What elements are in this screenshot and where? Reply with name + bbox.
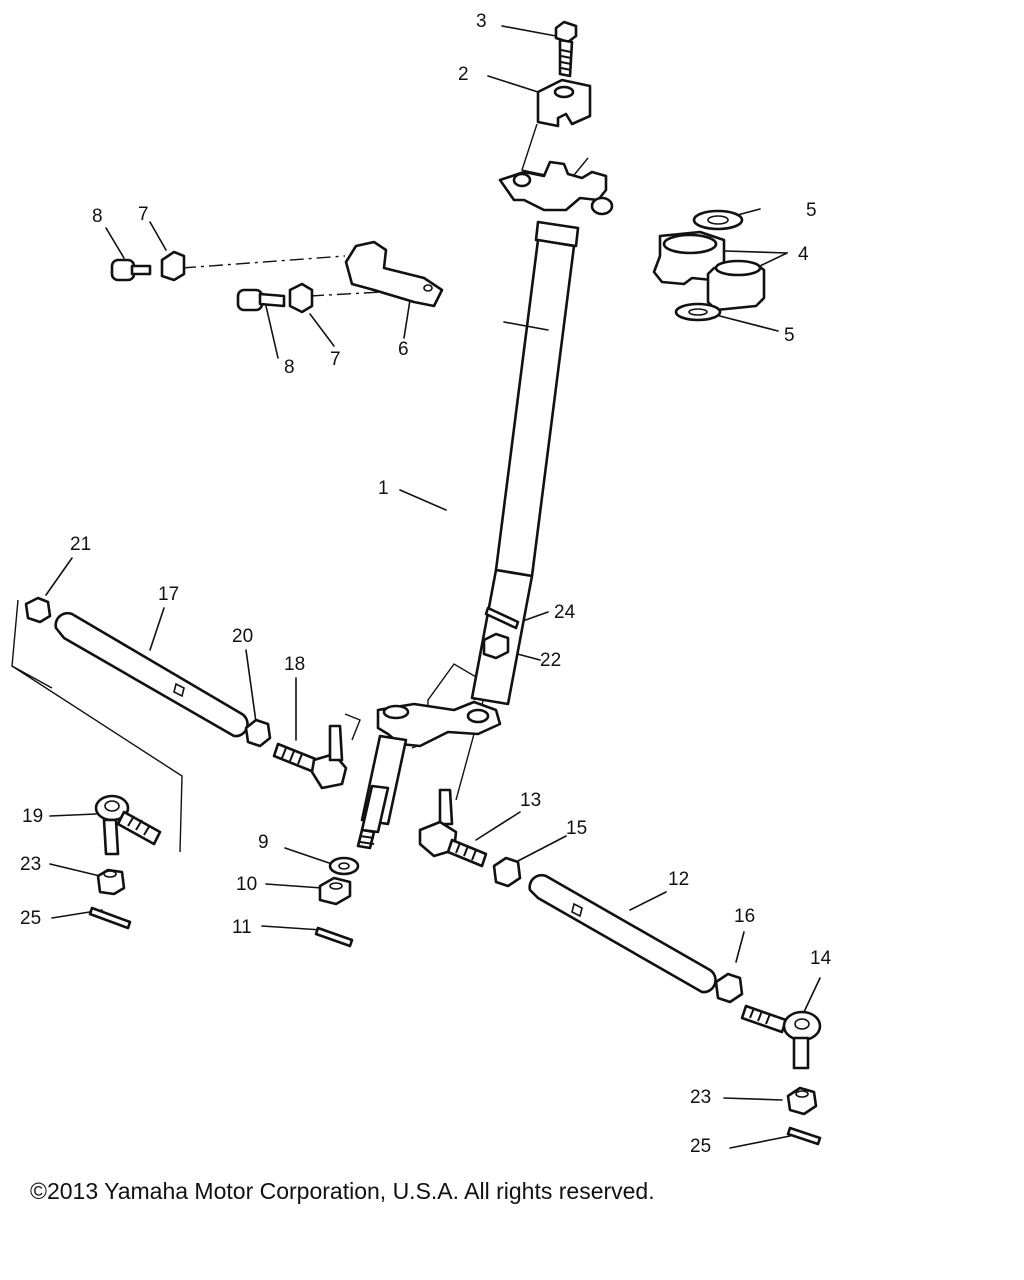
part-23-nut-left — [96, 868, 126, 896]
callout-8-lower: 8 — [284, 357, 295, 378]
callout-18: 18 — [284, 654, 305, 675]
part-20-nut — [244, 718, 272, 748]
part-18-tie-rod-end — [272, 724, 348, 790]
part-15-nut — [492, 856, 522, 888]
part-22-nut — [482, 632, 510, 660]
callout-7-lower: 7 — [330, 349, 341, 370]
callout-10: 10 — [236, 874, 257, 895]
part-10-nut — [318, 876, 352, 906]
part-8-bolt-lower — [236, 288, 286, 312]
callout-7-upper: 7 — [138, 204, 149, 225]
part-12-tie-rod — [528, 873, 717, 994]
part-1-steering-column — [356, 160, 614, 850]
callout-5-top: 5 — [806, 200, 817, 221]
callout-15: 15 — [566, 818, 587, 839]
part-21-nut — [24, 596, 52, 624]
part-7-clip-lower — [288, 282, 314, 314]
part-6-arm — [344, 240, 444, 308]
callout-19: 19 — [22, 806, 43, 827]
callout-11: 11 — [232, 917, 252, 938]
part-17-tie-rod — [54, 611, 249, 738]
callout-labels: 3 2 5 4 5 8 7 8 7 6 1 21 17 20 18 24 22 … — [20, 11, 832, 1157]
part-25-cotter-pin-right — [786, 1126, 822, 1146]
callout-2: 2 — [458, 64, 469, 85]
callout-6: 6 — [398, 339, 409, 360]
part-7-clip-upper — [160, 250, 186, 282]
callout-3: 3 — [476, 11, 487, 32]
callout-16: 16 — [734, 906, 755, 927]
part-24-cotter-pin — [484, 606, 520, 630]
part-25-cotter-pin-left — [88, 906, 132, 930]
callout-5-bottom: 5 — [784, 325, 795, 346]
callout-14: 14 — [810, 948, 832, 969]
part-4-bushings — [652, 230, 766, 312]
callout-21: 21 — [70, 534, 91, 555]
callout-23-left: 23 — [20, 854, 41, 875]
part-2-clamp — [536, 78, 592, 128]
exploded-parts-diagram: 3 2 5 4 5 8 7 8 7 6 1 21 17 20 18 24 22 … — [11, 11, 832, 1157]
callout-25-right: 25 — [690, 1136, 711, 1157]
part-3-bolt — [554, 20, 578, 78]
part-13-tie-rod-end — [418, 788, 488, 868]
callout-24: 24 — [554, 602, 576, 623]
callout-23-right: 23 — [690, 1087, 711, 1108]
callout-8-upper: 8 — [92, 206, 103, 227]
callout-12: 12 — [668, 869, 689, 890]
copyright-notice: ©2013 Yamaha Motor Corporation, U.S.A. A… — [30, 1178, 655, 1204]
callout-17: 17 — [158, 584, 179, 605]
part-5-washers — [674, 209, 744, 322]
callout-1: 1 — [378, 478, 389, 499]
callout-13: 13 — [520, 790, 541, 811]
part-16-nut — [714, 972, 744, 1004]
part-14-tie-rod-end — [740, 1004, 822, 1070]
callout-20: 20 — [232, 626, 253, 647]
part-19-tie-rod-end — [94, 794, 162, 856]
callout-25-left: 25 — [20, 908, 41, 929]
part-23-nut-right — [786, 1086, 818, 1116]
callout-22: 22 — [540, 650, 561, 671]
part-8-bolt-upper — [110, 258, 152, 282]
callout-4: 4 — [798, 244, 809, 265]
callout-9: 9 — [258, 832, 269, 853]
part-11-cotter-pin — [314, 926, 354, 948]
part-9-washer — [328, 856, 360, 876]
